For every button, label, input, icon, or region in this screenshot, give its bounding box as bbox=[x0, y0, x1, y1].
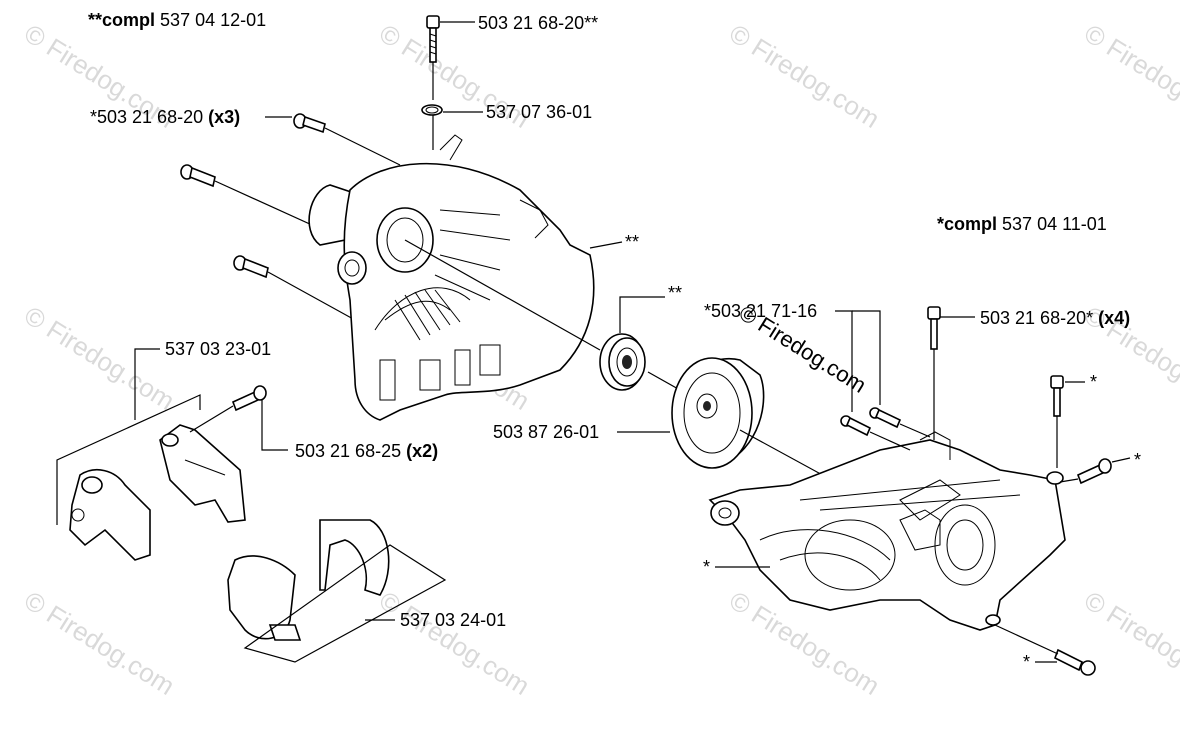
leader-line bbox=[619, 296, 665, 333]
star-marker: * bbox=[703, 557, 711, 577]
bearing bbox=[599, 333, 646, 391]
quantity: (x2) bbox=[406, 441, 439, 461]
screw-x4 bbox=[927, 306, 941, 440]
leader-line bbox=[261, 400, 288, 451]
clutch-housing bbox=[308, 134, 595, 421]
leader-line bbox=[134, 348, 160, 420]
compl-prefix: *compl bbox=[937, 214, 998, 234]
screw-star-upper bbox=[1050, 375, 1064, 468]
star-marker: * bbox=[1023, 652, 1031, 672]
bottom-shell-parts bbox=[227, 519, 390, 641]
compl-top-label: **compl 537 04 12-01 bbox=[88, 10, 266, 30]
part-number: 503 21 68-25 bbox=[295, 441, 402, 461]
compl-prefix: **compl bbox=[88, 10, 156, 30]
left-part-label: 537 03 23-01 bbox=[165, 339, 272, 359]
compl-right-label: *compl 537 04 11-01 bbox=[937, 214, 1107, 234]
right-pin-label: *503 21 71-16 bbox=[704, 301, 818, 321]
screw-x4-label: 503 21 68-20* (x4) bbox=[980, 308, 1130, 328]
drum-label: 503 87 26-01 bbox=[493, 422, 600, 442]
bracket-line bbox=[56, 394, 201, 525]
star-marker: * bbox=[1134, 450, 1142, 470]
screw-left-lower bbox=[233, 255, 356, 321]
leader-line bbox=[852, 310, 881, 405]
bottom-part-label: 537 03 24-01 bbox=[400, 610, 507, 630]
part-number: *503 21 68-20 bbox=[90, 107, 204, 127]
quantity: (x3) bbox=[208, 107, 241, 127]
leader-line bbox=[835, 310, 853, 412]
clutch-drum bbox=[671, 357, 765, 469]
screw-star-bottom bbox=[994, 624, 1096, 676]
screw-left-upper bbox=[180, 164, 346, 241]
screw-x3-label: *503 21 68-20 (x3) bbox=[90, 107, 240, 127]
screw-x2-label: 503 21 68-25 (x2) bbox=[295, 441, 438, 461]
screw-x3 bbox=[293, 113, 401, 166]
left-bracket-part bbox=[69, 424, 246, 561]
right-pins bbox=[840, 407, 931, 451]
bearing-marker: ** bbox=[668, 283, 683, 303]
star-marker: * bbox=[1090, 372, 1098, 392]
part-number: 503 21 68-20* bbox=[980, 308, 1094, 328]
housing-marker: ** bbox=[625, 232, 640, 252]
screw-x2 bbox=[189, 385, 267, 433]
top-screw bbox=[426, 15, 440, 100]
part-number: 537 04 11-01 bbox=[1002, 214, 1107, 234]
clip-ring bbox=[421, 104, 443, 150]
top-screw-label: 503 21 68-20** bbox=[478, 13, 599, 33]
leader-line bbox=[589, 241, 623, 249]
axis-line bbox=[404, 239, 601, 351]
axis-line bbox=[647, 371, 681, 391]
quantity: (x4) bbox=[1098, 308, 1131, 328]
part-number: 537 04 12-01 bbox=[160, 10, 267, 30]
clip-label: 537 07 36-01 bbox=[486, 102, 593, 122]
crankcase bbox=[708, 431, 1066, 631]
screw-star-middle bbox=[1059, 458, 1112, 485]
bracket-line bbox=[243, 544, 447, 663]
leader-line bbox=[1111, 457, 1131, 463]
